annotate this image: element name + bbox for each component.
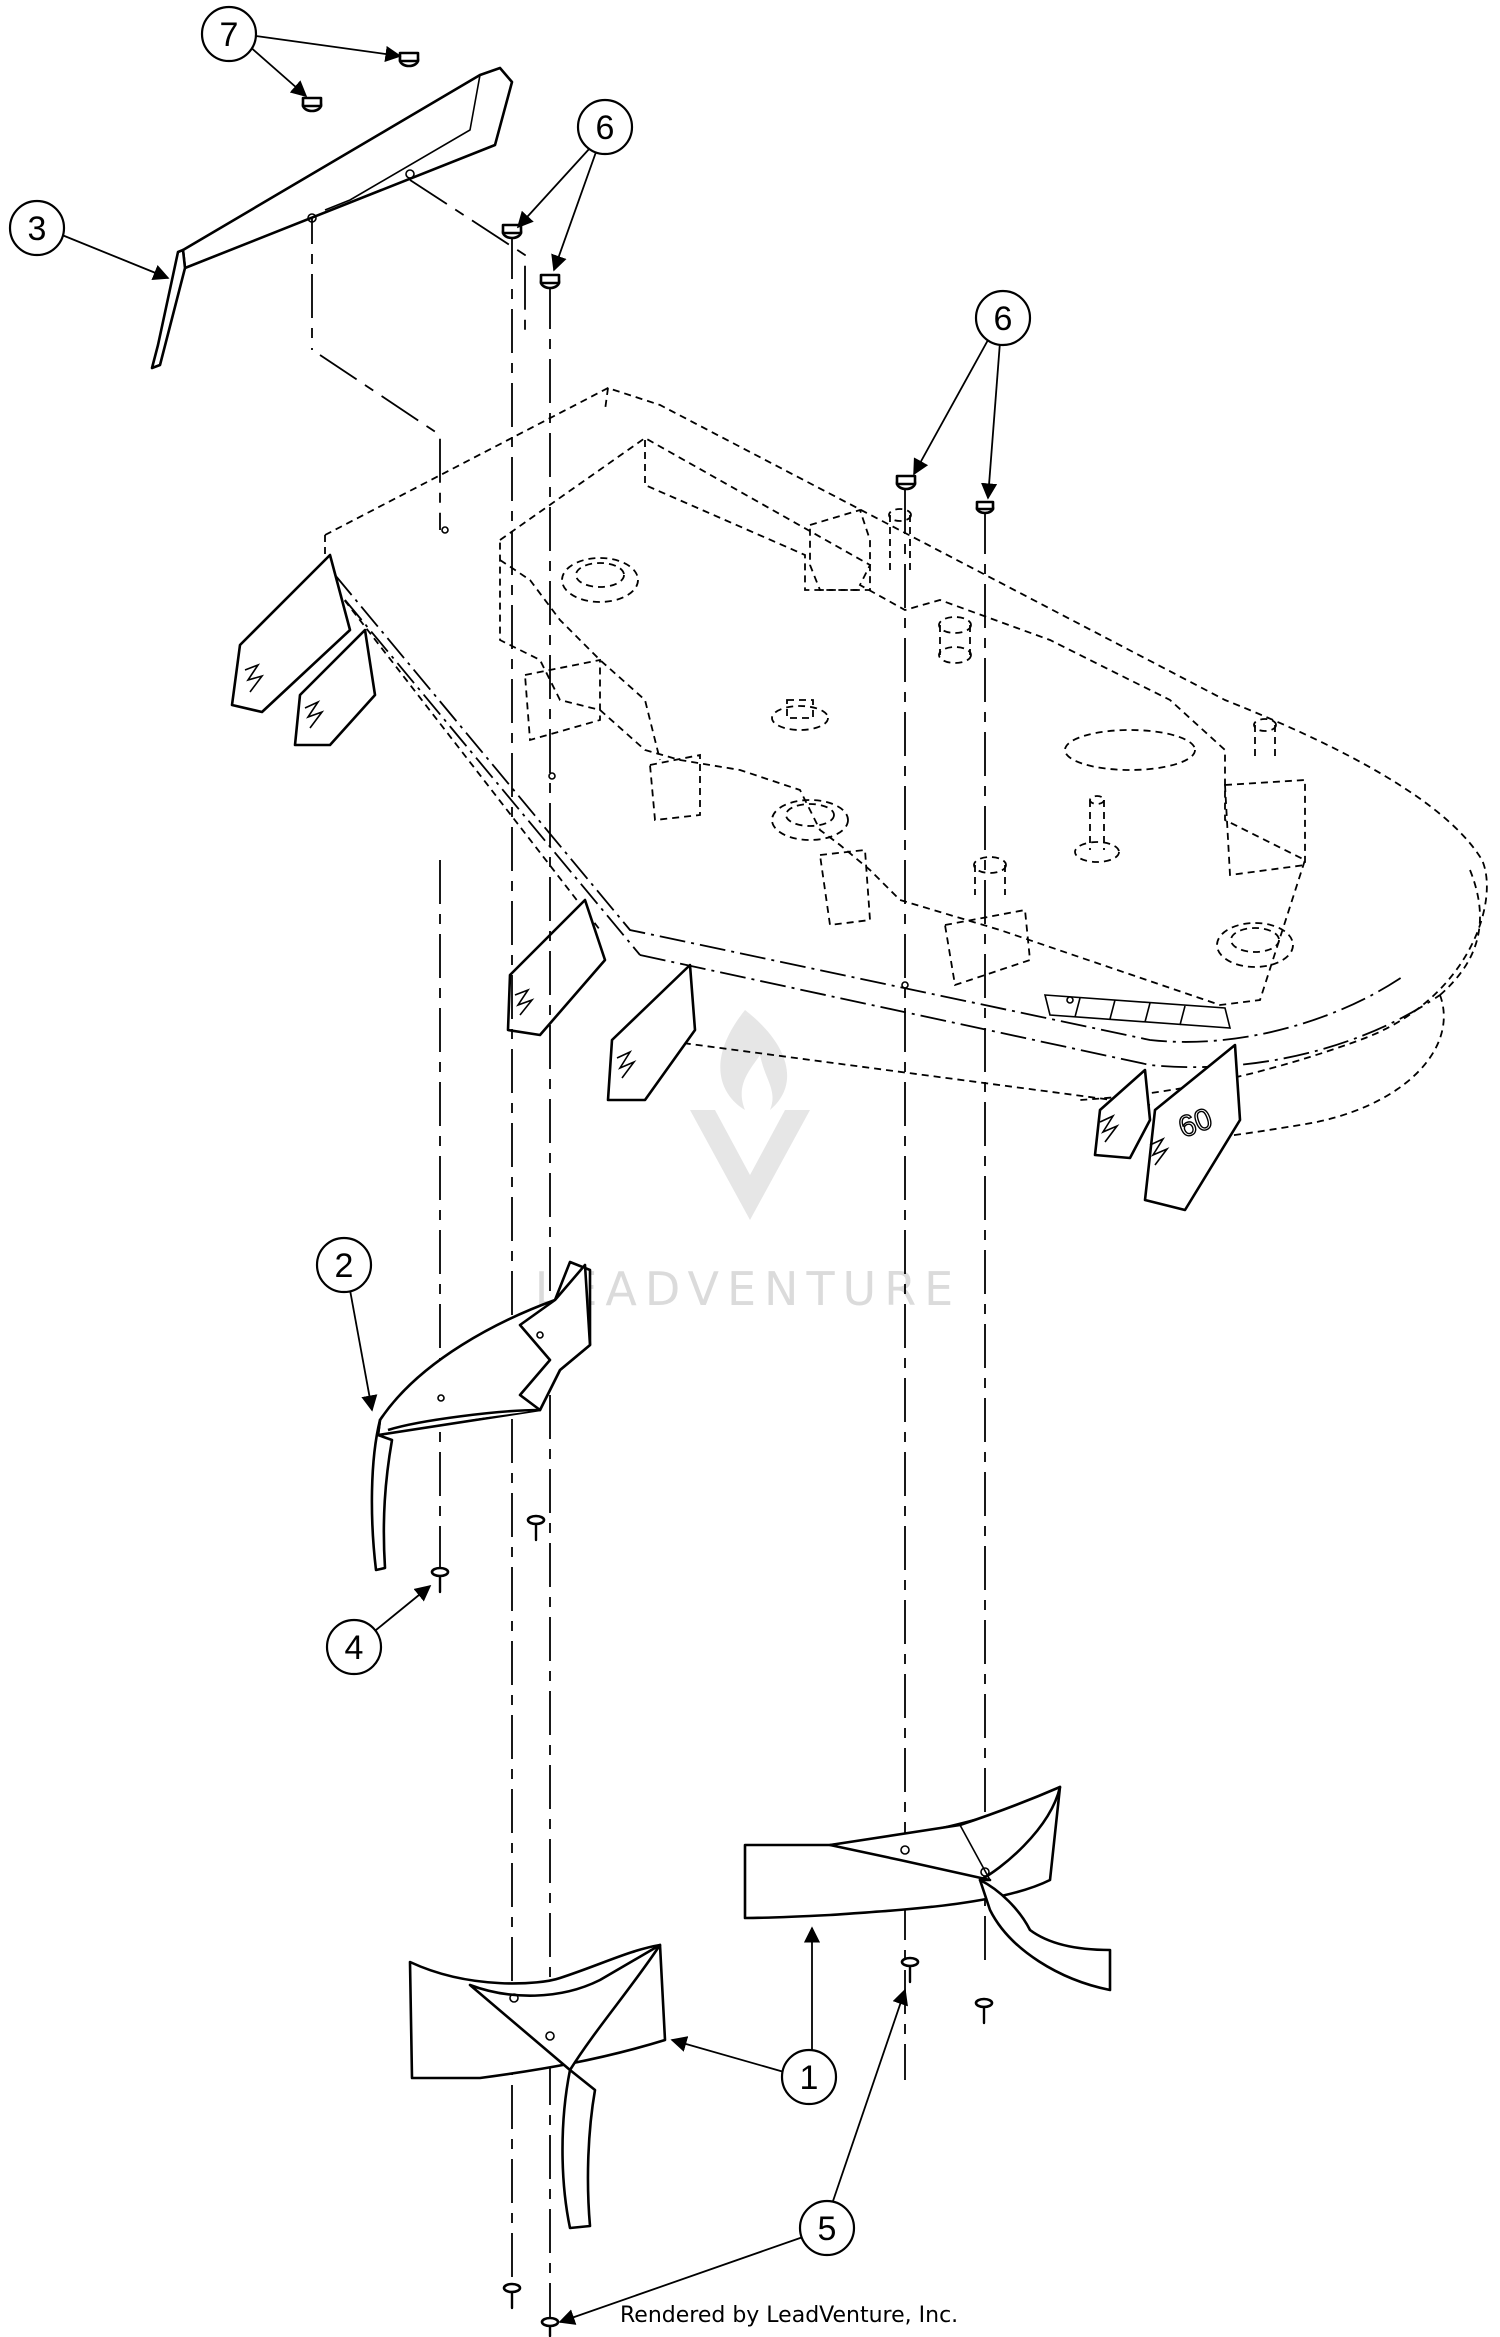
callout-7: 7: [200, 5, 402, 98]
mower-deck: 60: [230, 387, 1488, 1212]
callout-3: 3: [8, 199, 170, 281]
part-5-bolt-c: [502, 2282, 522, 2310]
part-1-baffle-left: [408, 1943, 667, 2230]
callout-5-number: 5: [818, 2210, 837, 2248]
callout-4: 4: [325, 1584, 432, 1676]
callout-2-number: 2: [335, 1247, 354, 1285]
nuts: [301, 51, 995, 515]
callout-2: 2: [315, 1236, 378, 1412]
callout-5: 5: [558, 1988, 908, 2325]
callout-6-top-number: 6: [596, 109, 615, 147]
part-3-deflector-shield: [150, 66, 514, 370]
bolts: [430, 1514, 994, 2337]
part-5-bolt-a: [900, 1956, 920, 1984]
part-5-bolt-b: [974, 1997, 994, 2025]
leadventure-watermark: LEADVENTURE: [535, 1010, 962, 1316]
part-6-nut-d: [975, 500, 995, 515]
callout-4-number: 4: [345, 1629, 364, 1667]
part-7-nut-a: [301, 96, 323, 113]
callout-1-number: 1: [800, 2059, 819, 2097]
part-6-nut-b: [539, 273, 561, 290]
callout-7-number: 7: [220, 16, 239, 54]
callout-1: 1: [670, 1926, 838, 2106]
part-6-nut-a: [501, 223, 523, 240]
part-5-bolt-d: [540, 2316, 560, 2337]
part-6-nut-c: [895, 474, 917, 491]
watermark-text: LEADVENTURE: [535, 1262, 962, 1316]
callout-6-right-number: 6: [994, 300, 1013, 338]
part-1-baffle-right: [743, 1785, 1112, 1992]
callouts: 7 3 6 6 2 4: [8, 5, 1032, 2325]
part-7-nut-b: [398, 51, 420, 68]
part-4-bolt-b: [526, 1514, 546, 1542]
part-2-baffle: [370, 1260, 592, 1572]
callout-6-top: 6: [516, 98, 634, 272]
part-4-bolt-a: [430, 1566, 450, 1594]
callout-3-number: 3: [28, 210, 47, 248]
callout-6-right: 6: [913, 289, 1032, 500]
render-credit: Rendered by LeadVenture, Inc.: [620, 2303, 958, 2328]
